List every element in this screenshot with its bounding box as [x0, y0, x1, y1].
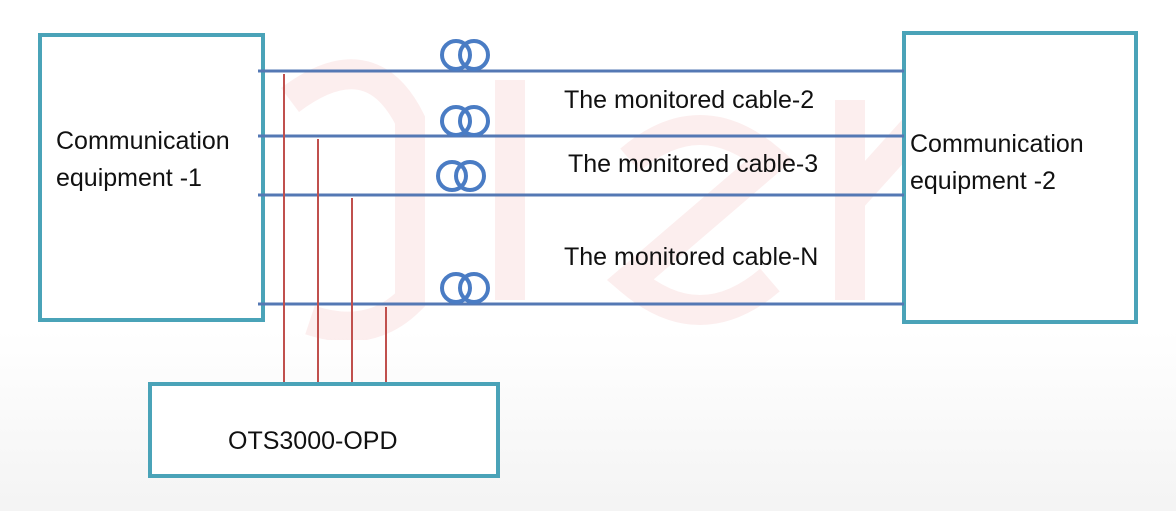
- fiber-coil-icon: [440, 272, 490, 304]
- equipment-box-left: Communication equipment -1: [38, 33, 265, 322]
- cable-label-2: The monitored cable-2: [564, 86, 815, 114]
- cable-label-n: The monitored cable-N: [564, 243, 819, 271]
- cable-label-3: The monitored cable-3: [568, 150, 819, 178]
- tap-lines: [283, 74, 387, 382]
- cable-lines: [258, 69, 904, 306]
- equipment-left-label: Communication equipment -1: [56, 127, 230, 192]
- fiber-coil-icon: [440, 39, 490, 71]
- equipment-box-right: Communication equipment -2: [902, 31, 1138, 324]
- fiber-coil-icon: [440, 105, 490, 137]
- brand-watermark: [281, 59, 952, 340]
- equipment-right-label: Communication equipment -2: [910, 130, 1084, 195]
- opd-box: OTS3000-OPD: [148, 382, 500, 478]
- opd-label: OTS3000-OPD: [228, 427, 398, 455]
- fiber-coil-icon: [436, 160, 486, 192]
